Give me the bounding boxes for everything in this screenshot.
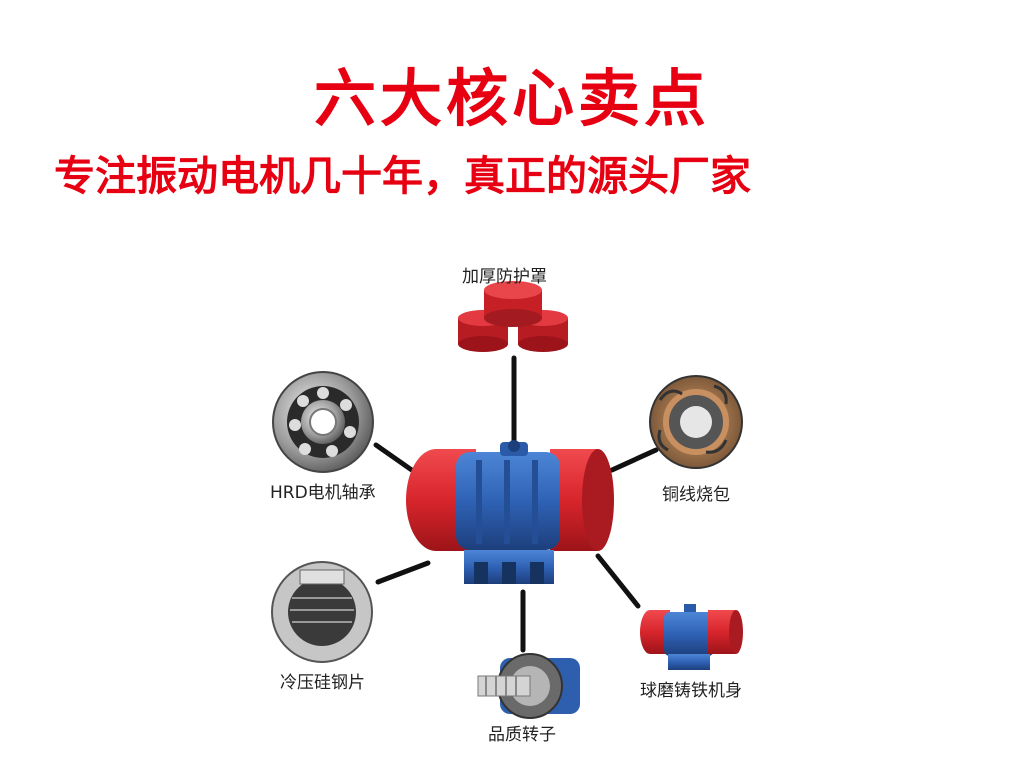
copper-winding-icon (649, 375, 743, 469)
page-title: 六大核心卖点 (313, 62, 710, 135)
connector-steel (375, 560, 431, 585)
connector-body (595, 553, 641, 609)
protective-cover-icon (458, 281, 568, 352)
vibration-motor-icon (406, 440, 614, 584)
label-silicon-steel: 冷压硅钢片 (280, 673, 365, 693)
connector-bearing (373, 442, 419, 476)
connector-winding (609, 447, 659, 473)
label-cast-iron-body: 球磨铸铁机身 (640, 681, 742, 701)
silicon-steel-icon (271, 561, 373, 663)
label-protective-cover: 加厚防护罩 (462, 267, 547, 287)
page-subtitle: 专注振动电机几十年，真正的源头厂家 (54, 152, 751, 200)
label-copper-winding: 铜线烧包 (662, 485, 730, 505)
bearing-icon (272, 371, 374, 473)
rotor-icon (477, 653, 580, 719)
label-bearing: HRD电机轴承 (270, 483, 376, 503)
label-quality-rotor: 品质转子 (488, 725, 556, 745)
mini-motor-icon (640, 604, 743, 670)
connector-lines (373, 355, 659, 653)
